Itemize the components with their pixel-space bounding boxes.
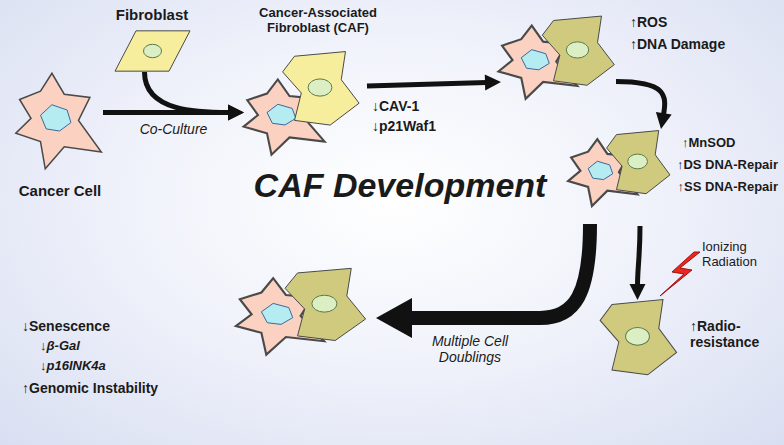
cell-annotation: ↓p21Waf1 [372, 118, 436, 134]
flow-arrow [376, 224, 590, 338]
cell-node: Fibroblast [115, 30, 190, 72]
arrow-line [367, 82, 487, 86]
cell-drawing [240, 50, 365, 165]
annotation-label: Ionizing Radiation [702, 240, 774, 270]
arrowhead [485, 75, 501, 91]
cell-node: ↑Radio-resistance [595, 298, 680, 378]
cell-annotation: Cancer-Associated Fibroblast (CAF) [234, 6, 402, 36]
cell-node: Cancer Cell [12, 68, 107, 173]
fibroblast-cell [285, 268, 366, 340]
cell-drawing [115, 30, 190, 72]
flow-arrow [367, 75, 501, 91]
fibroblast-cell [607, 131, 670, 194]
cell-annotation: ↓Senescence [22, 318, 110, 334]
arrowhead [376, 298, 412, 338]
arrow-line [638, 226, 641, 286]
cell-drawing [12, 68, 107, 173]
cell-annotation: ↑Genomic Instability [22, 380, 158, 396]
arrow-line [616, 82, 665, 115]
flow-arrow [145, 72, 245, 121]
cell-annotation: ↓p16INK4a [40, 359, 106, 374]
fibroblast-cell [115, 31, 190, 71]
lightning-bolt [660, 252, 700, 296]
fibroblast-cell [542, 16, 614, 85]
nucleus [144, 44, 162, 57]
cell-annotation: ↓β-Gal [40, 339, 80, 354]
cancer-cell [16, 73, 102, 169]
cell-node: Cancer-Associated Fibroblast (CAF)↓CAV-1… [240, 50, 365, 165]
cell-annotation: Cancer Cell [19, 182, 102, 199]
arrow-line [145, 72, 230, 113]
arrowhead [228, 105, 244, 121]
cell-annotation: ↑SS DNA-Repair [678, 180, 778, 195]
cell-annotation: ↓CAV-1 [372, 98, 419, 114]
flow-arrow [630, 226, 646, 300]
cell-drawing [595, 298, 680, 378]
cell-node: ↓Senescence↓β-Gal↓p16INK4a↑Genomic Insta… [232, 262, 372, 382]
cell-node: ↑MnSOD↑DS DNA-Repair↑SS DNA-Repair [565, 125, 675, 230]
edge-label: Co-Culture [140, 121, 208, 137]
cell-annotation: ↑Radio-resistance [690, 318, 778, 350]
cell-annotation: Fibroblast [116, 6, 189, 23]
cell-annotation: ↑DNA Damage [630, 36, 725, 52]
cell-drawing [565, 125, 675, 230]
edge-label: Multiple Cell Doublings [410, 333, 530, 365]
cell-annotation: ↑MnSOD [682, 136, 735, 151]
arrowhead [656, 112, 672, 129]
cell-node: ↑ROS↑DNA Damage [495, 10, 620, 125]
cell-annotation: ↑DS DNA-Repair [677, 158, 778, 173]
flow-arrow [616, 82, 672, 130]
arrowhead [630, 284, 646, 300]
cell-drawing [495, 10, 620, 125]
arrow-line [408, 224, 590, 318]
cell-drawing [232, 262, 372, 382]
fibroblast-cell [283, 52, 360, 126]
cell-annotation: ↑ROS [630, 14, 667, 30]
fibroblast-cell [600, 300, 677, 375]
arrowhead [228, 105, 244, 121]
diagram-title: CAF Development [254, 166, 547, 205]
